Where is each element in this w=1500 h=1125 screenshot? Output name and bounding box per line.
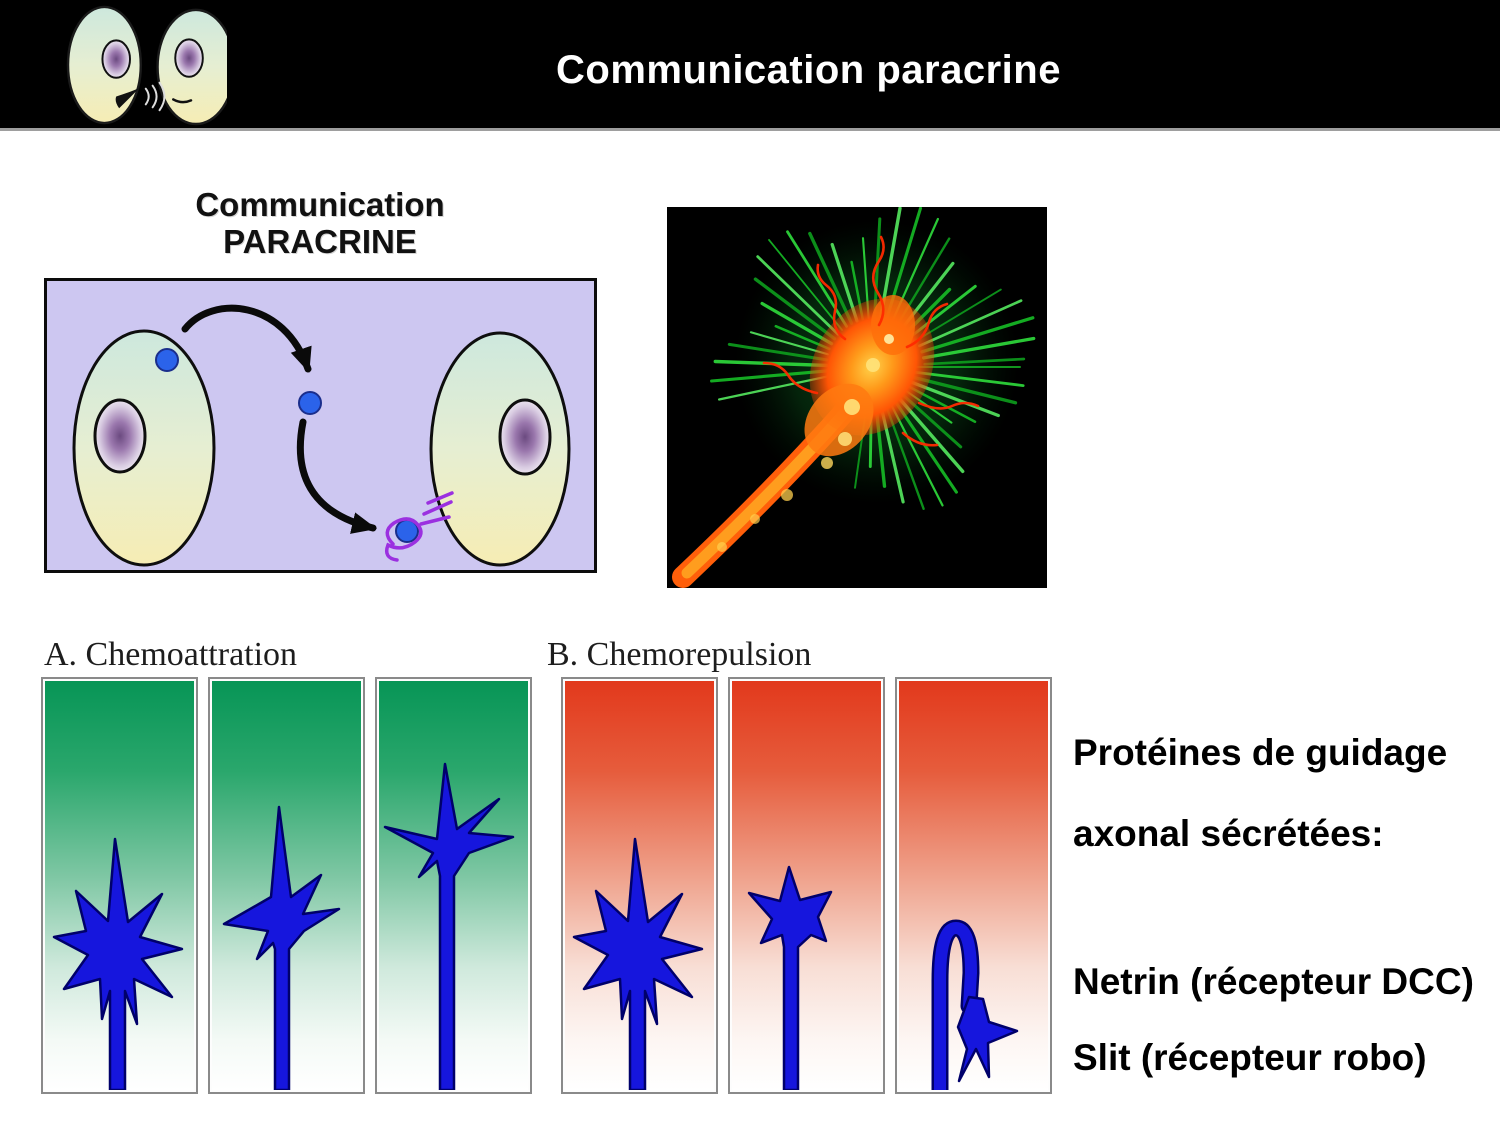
paracrine-diagram bbox=[44, 278, 597, 573]
section-label-chemoattraction: A. Chemoattration bbox=[44, 636, 298, 673]
attractant-gradient bbox=[212, 681, 361, 1090]
repellent-gradient bbox=[899, 681, 1048, 1090]
target-cell bbox=[429, 331, 571, 567]
ligand-dot-diffusing bbox=[298, 391, 322, 415]
growth-cone-micrograph bbox=[667, 207, 1047, 588]
guidance-heading-line1: Protéines de guidage bbox=[1073, 732, 1448, 773]
guidance-heading-line2: axonal sécrétées: bbox=[1073, 813, 1384, 854]
header-bar: Communication paracrine bbox=[0, 0, 1500, 128]
paracrine-label-line2: PARACRINE bbox=[223, 223, 417, 260]
actin-filaments bbox=[762, 235, 980, 447]
repellent-gradient bbox=[732, 681, 881, 1090]
binding-arrow bbox=[296, 418, 377, 534]
paracrine-diagram-label: Communication PARACRINE bbox=[150, 186, 490, 260]
paracrine-diagram-drawing bbox=[72, 304, 571, 567]
receptor bbox=[384, 491, 454, 562]
chemorepulsion-panel-2 bbox=[728, 677, 885, 1094]
guidance-heading: Protéines de guidage axonal sécrétées: bbox=[1073, 712, 1447, 874]
header-divider bbox=[0, 128, 1500, 131]
axon-growth-cone bbox=[383, 762, 515, 1090]
axon-growth-cone bbox=[52, 837, 184, 1090]
axon-growth-cone bbox=[222, 805, 341, 1090]
protein-item-netrin: Netrin (récepteur DCC) bbox=[1073, 961, 1474, 1002]
talking-cells-icon bbox=[66, 5, 227, 126]
growth-cone-drawing bbox=[672, 207, 1036, 588]
guidance-protein-list: Netrin (récepteur DCC) Slit (récepteur r… bbox=[1073, 944, 1474, 1096]
chemoattraction-panel-3 bbox=[375, 677, 532, 1094]
secretion-arrow bbox=[181, 304, 312, 373]
ligand-dot-in-cell bbox=[155, 348, 179, 372]
section-label-chemorepulsion: B. Chemorepulsion bbox=[547, 636, 812, 673]
repellent-gradient bbox=[565, 681, 714, 1090]
protein-item-slit: Slit (récepteur robo) bbox=[1073, 1037, 1427, 1078]
axon-growth-cone bbox=[747, 865, 833, 1090]
paracrine-label-line1: Communication bbox=[195, 186, 445, 223]
axon-growth-cone bbox=[572, 837, 704, 1090]
attractant-gradient bbox=[45, 681, 194, 1090]
chemorepulsion-panel-3 bbox=[895, 677, 1052, 1094]
attractant-gradient bbox=[379, 681, 528, 1090]
secreting-cell bbox=[72, 329, 216, 567]
axon-growth-cone bbox=[931, 919, 1019, 1090]
chemorepulsion-panel-1 bbox=[561, 677, 718, 1094]
chemoattraction-panel-1 bbox=[41, 677, 198, 1094]
chemoattraction-panel-2 bbox=[208, 677, 365, 1094]
growth-cone-body bbox=[717, 295, 935, 552]
slide-title: Communication paracrine bbox=[556, 48, 1061, 92]
